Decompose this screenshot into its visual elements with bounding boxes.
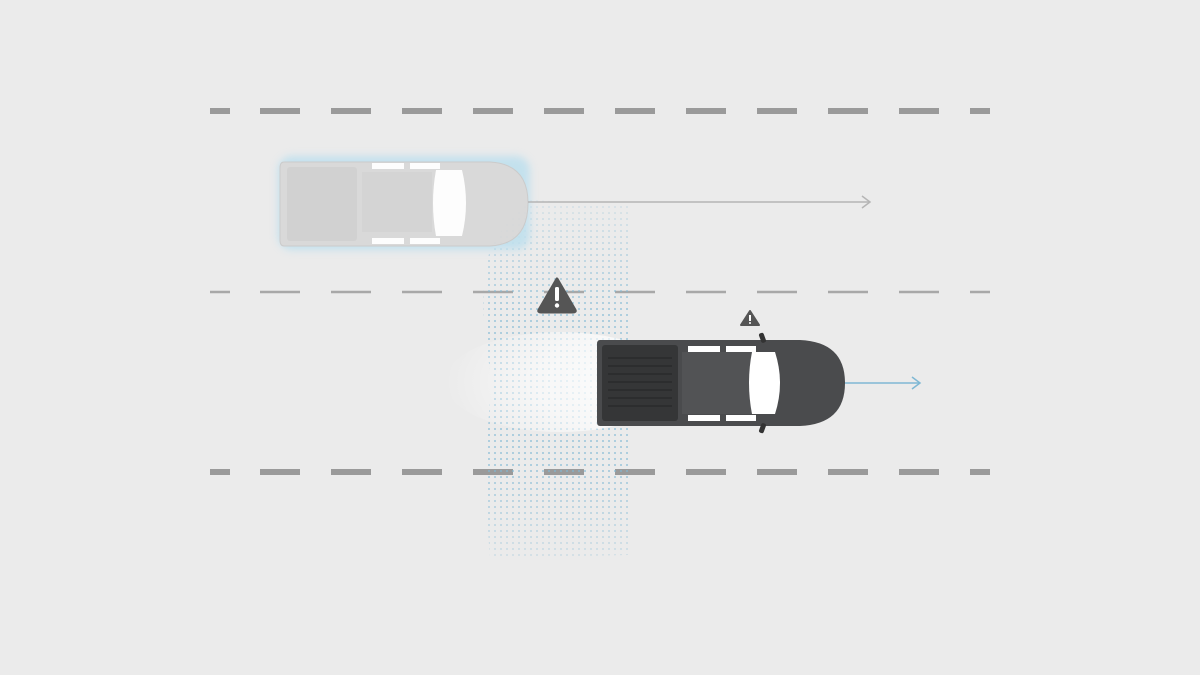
adjacent-vehicle [278,156,530,250]
warning-triangle-icon [537,277,577,314]
ego-vehicle [597,332,845,434]
adjacent-vehicle-direction-arrow [528,195,872,209]
ego-vehicle-direction-arrow [845,376,922,390]
warning-triangle-icon-small [740,310,760,326]
